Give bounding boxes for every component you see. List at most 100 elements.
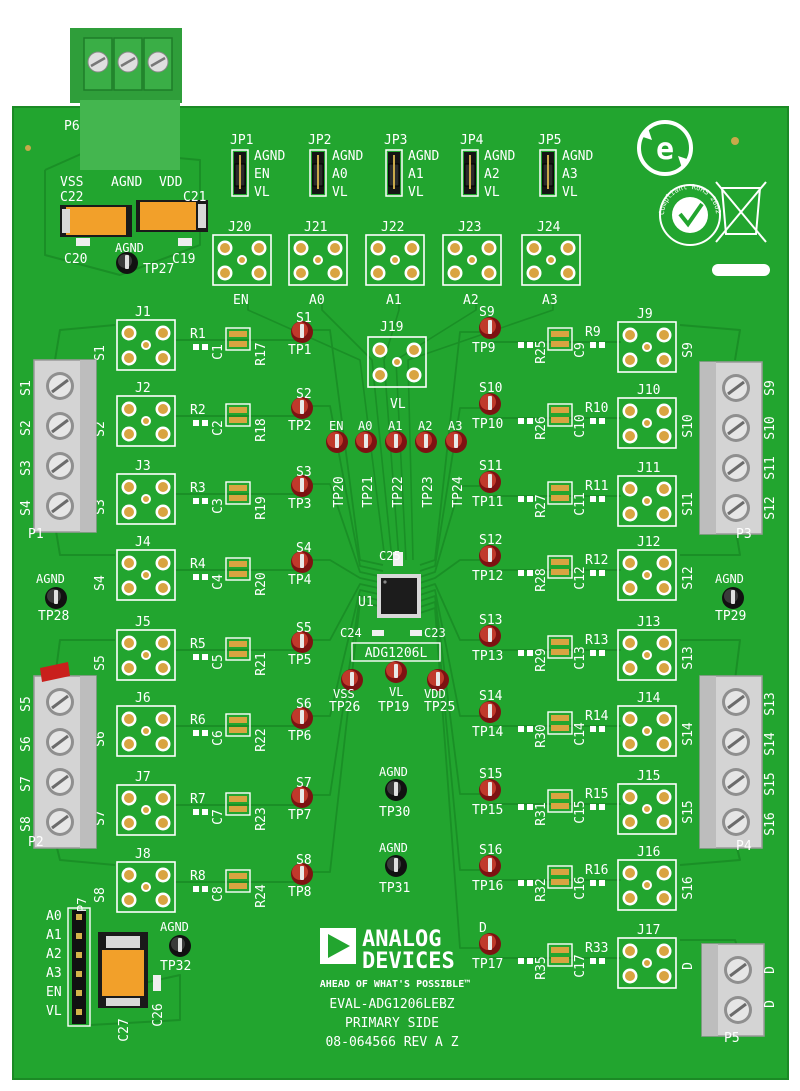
testpoint-label: S14 [479, 689, 503, 704]
right-channel-label: S9 [681, 342, 696, 358]
sma-pad [124, 818, 134, 828]
res-pad [590, 804, 596, 810]
capacitor-label: C7 [211, 809, 226, 825]
header-p7 [67, 907, 91, 1027]
cap-outline [225, 869, 251, 893]
sma-j12 [617, 549, 677, 601]
trace [419, 601, 490, 871]
tp30-agnd: AGND [379, 765, 408, 779]
center-tp-label: A2 [418, 419, 432, 433]
jumper-outline [539, 149, 557, 197]
left-sma-ref: J3 [135, 459, 151, 474]
testpoint-ref: TP8 [288, 885, 311, 900]
capacitor-label: C6 [211, 730, 226, 746]
right-sma-ref: J15 [637, 769, 660, 784]
sma-outline [617, 321, 677, 373]
resistor-label: R14 [585, 709, 609, 724]
res-pad [599, 650, 605, 656]
top-sma-label: EN [233, 293, 249, 308]
testpoint-tp5 [291, 631, 313, 653]
testpoint-tp12 [479, 545, 501, 567]
sma-pad [124, 793, 134, 803]
resistor-label: R1 [190, 327, 206, 342]
res-pad [527, 496, 533, 502]
testpoint-loop [436, 672, 440, 686]
capacitor-c2 [225, 403, 251, 427]
testpoint-tp4 [291, 551, 313, 573]
top-sma-ref: J20 [228, 220, 251, 235]
sma-center-pad [392, 257, 398, 263]
cap-c27-terminal [106, 998, 140, 1006]
header-pin-label: VL [46, 1004, 62, 1019]
cap-pad [551, 559, 569, 565]
cap-pad [229, 407, 247, 413]
testpoint-label: S11 [479, 459, 502, 474]
terminal-label: D [763, 966, 778, 974]
screw-slot [51, 458, 69, 474]
res-pad [599, 418, 605, 424]
resistor-b-label: R32 [534, 878, 549, 901]
sma-pad [625, 868, 635, 878]
sma-pad [124, 507, 134, 517]
cap-outline [225, 792, 251, 816]
sma-center-pad [644, 728, 650, 734]
terminal-label: S12 [763, 496, 778, 519]
sma-center-pad [315, 257, 321, 263]
testpoint-label: S9 [479, 305, 495, 320]
right-sma-ref: J11 [637, 461, 660, 476]
res-pad [527, 650, 533, 656]
weee-bar [712, 264, 770, 276]
sma-pad [296, 268, 306, 278]
p5-ref: P5 [724, 1031, 740, 1046]
jumper-ref: JP4 [460, 133, 484, 148]
chip-ref: U1 [358, 595, 374, 610]
testpoint-tp7 [291, 786, 313, 808]
testpoint-label: S5 [296, 621, 312, 636]
terminal-label: S16 [763, 812, 778, 835]
resistor-label: R16 [585, 863, 608, 878]
screw-slot [729, 962, 747, 978]
capacitor-label: C5 [211, 654, 226, 670]
sma-outline [617, 475, 677, 527]
trace [383, 300, 400, 561]
terminal-p2 [33, 675, 97, 849]
capacitor-c13 [547, 635, 573, 659]
center-tp-ref: TP21 [361, 476, 376, 507]
terminal-side [702, 944, 718, 1036]
testpoint-loop [300, 634, 304, 648]
resistor-b-label: R29 [534, 648, 549, 671]
testpoint-loop [364, 434, 368, 448]
sma-pad [254, 243, 264, 253]
res-pad [202, 730, 208, 736]
sma-j19 [367, 336, 427, 388]
sma-pad [659, 406, 669, 416]
header-pin [76, 952, 82, 958]
screw-slot [727, 774, 745, 790]
sma-pad [158, 638, 168, 648]
resistor-r6 [193, 730, 208, 736]
res-pad [202, 574, 208, 580]
resistor-b-label: R25 [534, 340, 549, 363]
testpoint-tp9 [479, 317, 501, 339]
res-pad [518, 958, 524, 964]
terminal-side [700, 362, 716, 534]
trace [419, 559, 490, 584]
screw-slot [729, 1002, 747, 1018]
capacitor-label: C12 [573, 566, 588, 589]
cap-pad [229, 571, 247, 577]
res-pad [518, 570, 524, 576]
testpoint-loop [424, 434, 428, 448]
res-pad [193, 809, 199, 815]
testpoint-tp8 [291, 863, 313, 885]
right-channel-label: S16 [681, 876, 696, 899]
res-pad [202, 654, 208, 660]
right-sma-ref: J9 [637, 307, 653, 322]
jumper-jp1 [231, 149, 249, 197]
resistor-b-label: R31 [534, 802, 549, 825]
cap-outline [547, 865, 573, 889]
sma-outline [116, 784, 176, 836]
jumper-jp4 [461, 149, 479, 197]
cap-pad [229, 341, 247, 347]
screw-slot [51, 814, 69, 830]
trace [419, 407, 490, 572]
